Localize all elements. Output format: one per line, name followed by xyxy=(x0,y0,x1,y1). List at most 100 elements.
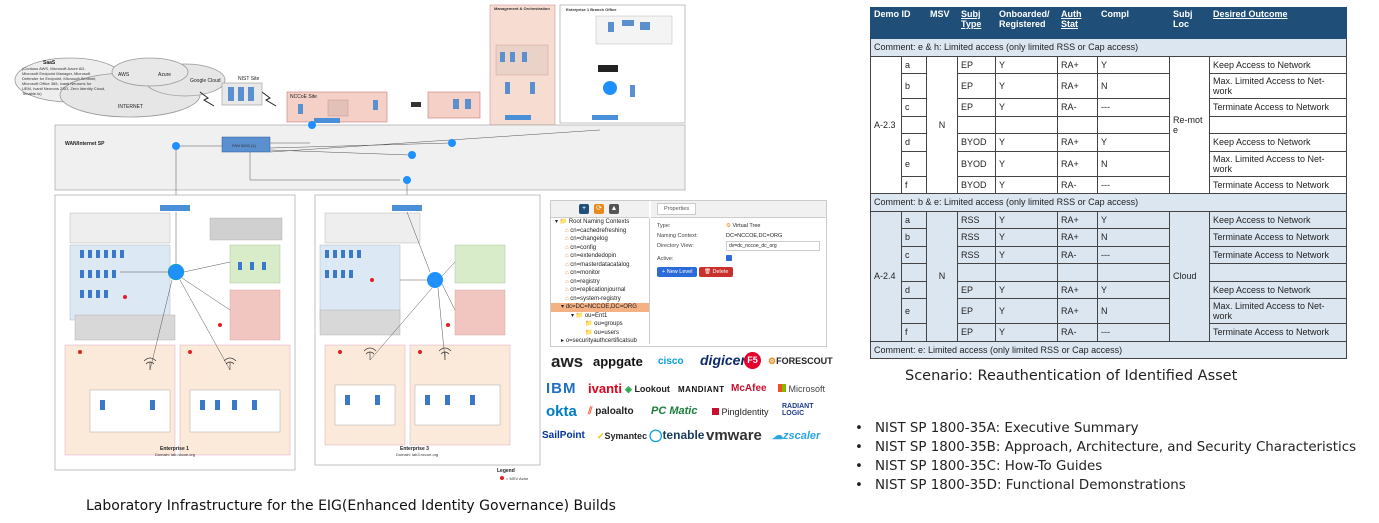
svg-text:(Contoso AWS, Microsoft Azure: (Contoso AWS, Microsoft Azure AD, xyxy=(22,66,85,71)
svg-text:Tenable.io): Tenable.io) xyxy=(22,91,42,96)
demo-id-cell: A-2.3 xyxy=(870,55,902,194)
logo-mcafee: McAfee xyxy=(731,383,767,394)
logo-radiantlogic: RADIANT LOGIC xyxy=(782,403,814,417)
logo-aws: aws xyxy=(551,352,584,371)
internet-coffee-shop xyxy=(411,91,481,119)
header-onboarded: Onboarded/ Registered xyxy=(995,7,1059,39)
tree-node[interactable]: ⌂ cn=registry xyxy=(565,278,600,285)
lookout-shield-icon: ◈ xyxy=(625,384,632,394)
tree-node[interactable]: ⌂ cn=monitor xyxy=(565,270,601,276)
trash-icon: 🗑 xyxy=(704,269,711,275)
virtual-tree-panel: + ⟳ ▲ ▾ 📁 Root Naming Contexts ⌂ cn=cach… xyxy=(550,200,827,347)
ent1-domain: Domain: lab.nccoe.org xyxy=(155,452,195,457)
svg-text:Microsoft Office 365, Ivanti N: Microsoft Office 365, Ivanti Neurons for xyxy=(22,81,92,86)
header-msv: MSV xyxy=(926,7,959,39)
zscaler-cloud-icon: ☁ xyxy=(772,430,783,442)
logo-pcmatic: PC Matic xyxy=(651,405,698,417)
tree-node[interactable]: ⌂ cn=config xyxy=(565,244,597,251)
comment-row: Comment: b & e: Limited access (only lim… xyxy=(869,193,1348,212)
tree-node-selected[interactable]: ▾ dc=DC=NCCOE,DC=ORG xyxy=(551,303,649,312)
enterprise-3: Enterprise 3 Domain: lab3.nccoe.org xyxy=(314,194,541,466)
tree-node[interactable]: ⌂ cn=system-registry xyxy=(565,295,621,302)
nccoe-site: NCCoE Site xyxy=(286,91,388,123)
enterprise-1: Enterprise 1 Domain: lab.nccoe.org xyxy=(54,194,296,471)
tree-node[interactable]: ⌂ cn=changelog xyxy=(565,236,608,242)
mgmt-orchestration-box: Management & Orchestration xyxy=(489,4,556,126)
ent1-title: Enterprise 1 xyxy=(160,446,189,452)
ping-icon xyxy=(712,408,719,415)
internet-label: INTERNET xyxy=(118,104,143,110)
add-icon[interactable]: + xyxy=(579,204,589,214)
list-item: NIST SP 1800-35D: Functional Demonstrati… xyxy=(855,476,1356,495)
directory-view-label: Directory View: xyxy=(657,243,694,249)
google-cloud-label: Google Cloud xyxy=(190,78,221,84)
header-subj-type: Subj Type xyxy=(957,7,997,39)
tree-node[interactable]: ⌂ cn=extendedopin xyxy=(565,253,617,259)
tree-node[interactable]: ⌂ cn=cachedrefreshing xyxy=(565,227,627,234)
table-header-row: Demo ID MSV Subj Type Onboarded/ Registe… xyxy=(869,7,1348,39)
list-item: NIST SP 1800-35B: Approach, Architecture… xyxy=(855,438,1356,457)
saas-title: SaaS xyxy=(43,60,56,66)
saas-lines: (Contoso AWS, Microsoft Azure AD, Micros… xyxy=(22,66,105,96)
logo-okta: okta xyxy=(546,403,577,420)
header-subj-loc: Subj Loc xyxy=(1169,7,1211,39)
tree-node[interactable]: ▾ 📁 Root Naming Contexts xyxy=(555,219,630,225)
svg-text:Legend: Legend xyxy=(497,468,515,474)
tree-node[interactable]: ▾ 📁 ou=Ent1 xyxy=(571,312,608,319)
pan-label: PAN 5000 (1) xyxy=(232,143,257,148)
active-label: Active: xyxy=(657,256,674,262)
refresh-icon[interactable]: ⟳ xyxy=(594,204,604,214)
logo-symantec: ✓Symantec xyxy=(597,431,648,441)
header-compl: Compl xyxy=(1097,7,1171,39)
logo-cisco: cisco xyxy=(658,356,684,367)
tree-node[interactable]: ⌂ cn=masterdatacatalog xyxy=(565,261,630,268)
subj-loc-cell: Cloud xyxy=(1169,210,1211,342)
branch-office-box: Enterprise 1 Branch Office xyxy=(559,4,686,124)
legend: Legend = MSV Actor xyxy=(497,468,529,481)
subj-loc-cell: Re-mote xyxy=(1169,55,1211,194)
tree-list: ▾ 📁 Root Naming Contexts ⌂ cn=cachedrefr… xyxy=(551,218,650,344)
tree-node[interactable]: ▸ o=securityauthcertificatsub xyxy=(561,338,637,344)
nccoe-site-label: NCCoE Site xyxy=(290,94,317,100)
nist-site: NIST Site xyxy=(221,76,263,106)
tree-node[interactable]: ⌂ cn=replicationjournal xyxy=(565,287,626,293)
demo-table: Demo ID MSV Subj Type Onboarded/ Registe… xyxy=(869,7,1348,359)
aws-cloud-label: AWS xyxy=(118,72,130,78)
logo-zscaler: ☁zscaler xyxy=(772,430,821,442)
ent3-title: Enterprise 3 xyxy=(400,446,429,452)
table-row: A-2.4 a N RSS Y RA+ Y Cloud Keep Access … xyxy=(870,210,1348,342)
svg-text:Defender for Endpoint, Microso: Defender for Endpoint, Microsoft Sentine… xyxy=(22,76,96,81)
directory-view-input[interactable]: dv=dc_nccoe_dc_org xyxy=(726,241,820,251)
logo-ivanti: ivanti xyxy=(588,381,622,396)
wan-internet-sp: WAN/Internet SP PAN 5000 (1) xyxy=(54,121,686,205)
network-diagram: SaaS (Contoso AWS, Microsoft Azure AD, M… xyxy=(14,4,686,481)
header-demo-id: Demo ID xyxy=(869,7,928,39)
logo-microsoft: Microsoft xyxy=(778,384,825,394)
logo-paloalto: ⫽ paloalto xyxy=(588,406,634,417)
logo-vmware: vmware xyxy=(706,427,762,444)
tree-node[interactable]: 📁 ou=groups xyxy=(585,321,623,327)
naming-context-label: Naming Context: xyxy=(657,233,698,239)
delete-button[interactable]: 🗑 Delete xyxy=(699,267,734,277)
tab-properties[interactable]: Properties xyxy=(657,203,697,215)
tree-node[interactable]: 📁 ou=users xyxy=(585,329,619,336)
table-row: A-2.3 a N EP Y RA+ Y Re-mote Keep Access… xyxy=(870,55,1348,194)
internet-cloud xyxy=(14,57,226,118)
type-value: ⚙ Virtual Tree xyxy=(726,223,761,229)
svg-text:UEM, Ivanti Neurons ZSO, Zero: UEM, Ivanti Neurons ZSO, Zero Identity C… xyxy=(22,86,105,91)
demo-id-cell: A-2.4 xyxy=(870,210,902,342)
lightning-icon xyxy=(199,91,215,107)
comment-row: Comment: e & h: Limited access (only lim… xyxy=(869,38,1348,57)
logo-ibm: IBM xyxy=(546,380,577,397)
new-level-button[interactable]: + New Level xyxy=(657,267,698,277)
list-item: NIST SP 1800-35A: Executive Summary xyxy=(855,419,1356,438)
upload-icon[interactable]: ▲ xyxy=(609,204,619,214)
active-checkbox[interactable] xyxy=(726,255,732,261)
type-label: Type: xyxy=(657,223,671,229)
diagram-caption: Laboratory Infrastructure for the EIG(En… xyxy=(86,498,616,514)
